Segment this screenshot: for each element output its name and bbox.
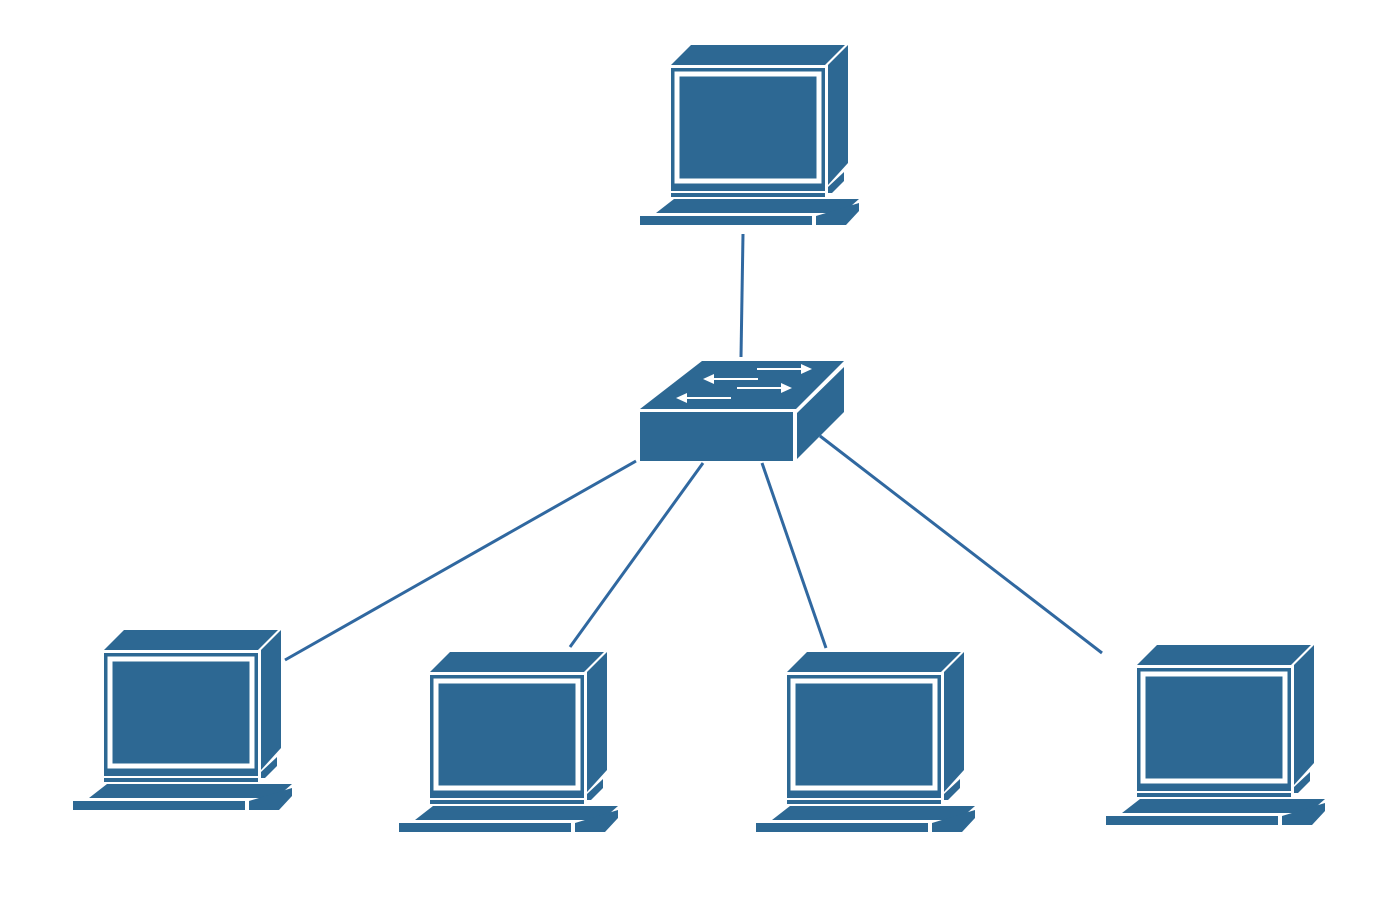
link-switch-pc-2 bbox=[568, 462, 705, 648]
network-switch-icon bbox=[640, 361, 844, 461]
link-switch-pc-1 bbox=[284, 459, 637, 662]
computer-icon bbox=[73, 630, 292, 810]
link-switch-pc-3 bbox=[760, 462, 828, 649]
links bbox=[284, 233, 1103, 662]
computer-icon bbox=[640, 45, 859, 225]
link-switch-pc-top bbox=[739, 233, 745, 358]
link-switch-pc-4 bbox=[819, 434, 1103, 655]
computer-icon bbox=[399, 652, 618, 832]
computer-icon bbox=[1106, 645, 1325, 825]
computer-icon bbox=[756, 652, 975, 832]
